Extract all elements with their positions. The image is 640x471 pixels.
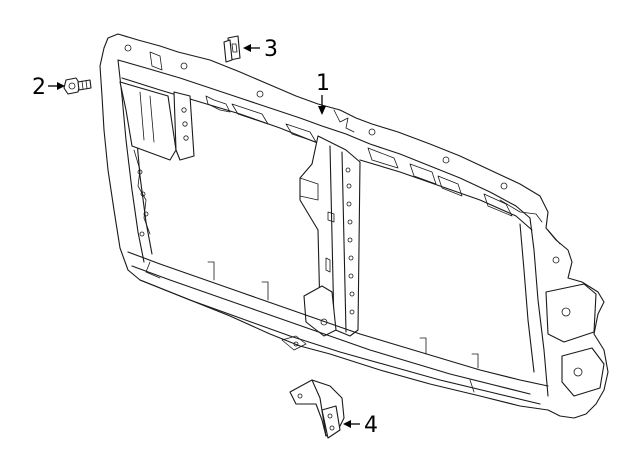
bolt-icon (63, 77, 92, 95)
callout-1: 1 (316, 71, 330, 115)
bracket-icon (289, 379, 345, 439)
radiator-support-frame (99, 33, 609, 419)
callout-4: 4 (343, 413, 378, 438)
callout-label-3: 3 (264, 37, 278, 62)
clip-icon (223, 35, 241, 63)
arrow-left-icon (343, 420, 351, 428)
callout-label-1: 1 (316, 71, 330, 96)
arrow-down-icon (318, 106, 326, 115)
right-upright (519, 217, 605, 397)
lower-rail (127, 251, 549, 405)
callout-2: 2 (32, 75, 65, 100)
top-rail-ribs (124, 44, 543, 223)
center-brace (299, 135, 361, 337)
callout-3: 3 (243, 37, 278, 62)
arrow-left-icon (243, 44, 251, 52)
callout-label-2: 2 (32, 75, 46, 100)
left-upright (117, 59, 195, 263)
callout-label-4: 4 (364, 413, 378, 438)
top-rail-inner (117, 59, 531, 219)
arrow-right-icon (57, 82, 65, 90)
